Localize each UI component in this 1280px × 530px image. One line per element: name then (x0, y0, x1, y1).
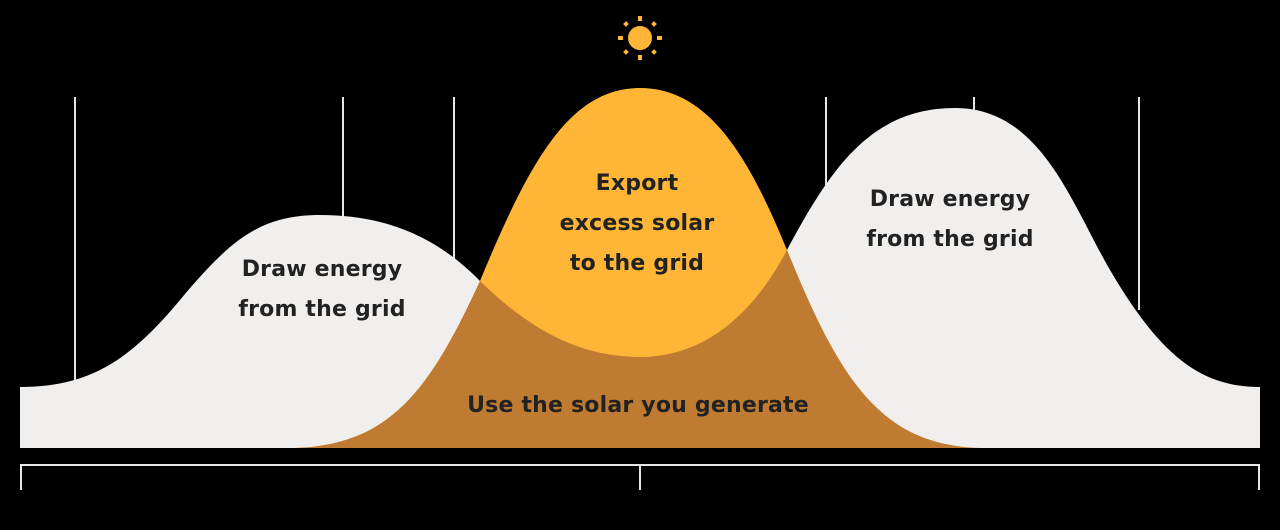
evening-draw-label: Draw energy from the grid (850, 180, 1050, 260)
export-line-1: Export (595, 171, 679, 196)
time-axis (20, 464, 1260, 490)
export-label: Export excess solar to the grid (537, 164, 737, 284)
use-line-1: Use the solar you generate (467, 393, 809, 418)
sun-icon (618, 16, 662, 60)
solar-use-area (295, 250, 980, 448)
morning-draw-line-2: from the grid (238, 297, 406, 322)
export-line-2: excess solar (559, 211, 715, 236)
use-label: Use the solar you generate (438, 386, 838, 426)
guide-lines (74, 97, 1140, 380)
export-line-3: to the grid (569, 251, 705, 276)
evening-draw-line-1: Draw energy (869, 187, 1031, 212)
morning-draw-line-1: Draw energy (241, 257, 403, 282)
morning-draw-label: Draw energy from the grid (222, 250, 422, 330)
evening-draw-line-2: from the grid (866, 227, 1034, 252)
grid-draw-area (20, 108, 1260, 448)
